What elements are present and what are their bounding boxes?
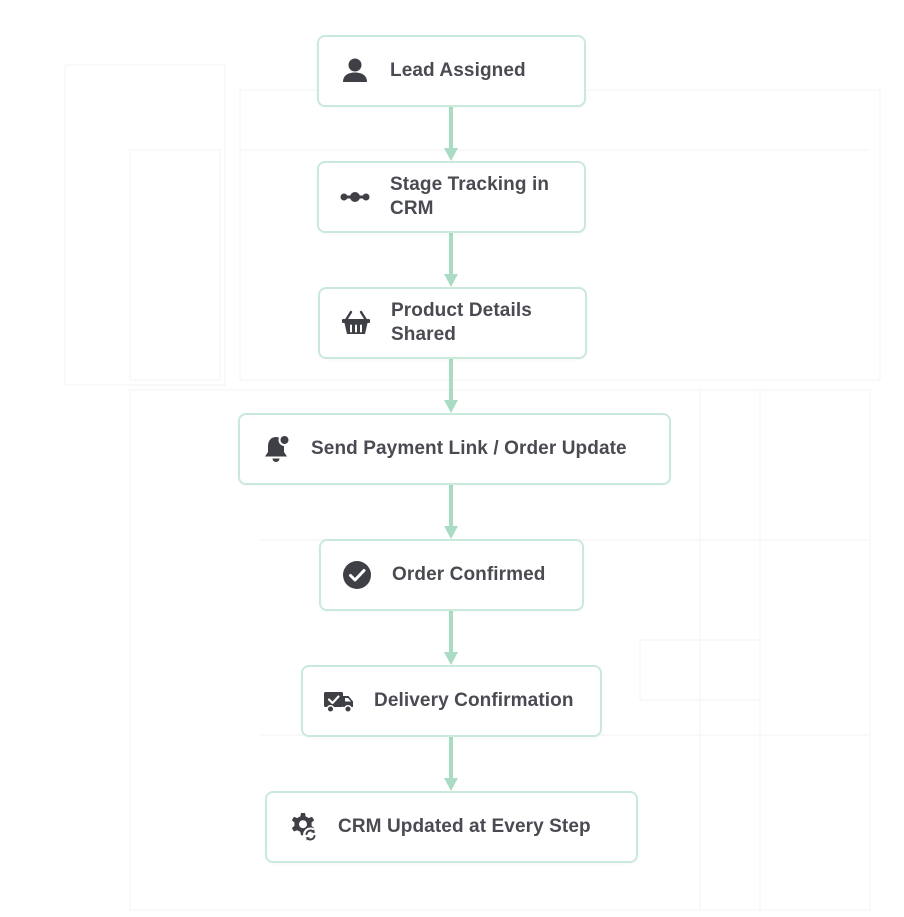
arrowhead-2 <box>444 274 458 287</box>
connector-1 <box>449 107 453 151</box>
connector-3 <box>449 359 453 403</box>
step-product-details: Product Details Shared <box>318 287 587 359</box>
delivery-truck-icon <box>321 683 357 719</box>
user-icon <box>337 53 373 89</box>
step-label: Product Details Shared <box>391 300 532 345</box>
step-label: Send Payment Link / Order Update <box>311 438 627 459</box>
arrowhead-1 <box>444 148 458 161</box>
step-send-payment-link: Send Payment Link / Order Update <box>238 413 671 485</box>
step-label: Lead Assigned <box>390 60 526 81</box>
arrowhead-5 <box>444 652 458 665</box>
bell-notification-icon <box>258 431 294 467</box>
step-order-confirmed: Order Confirmed <box>319 539 584 611</box>
arrowhead-4 <box>444 526 458 539</box>
basket-icon <box>338 305 374 341</box>
step-delivery-confirmation: Delivery Confirmation <box>301 665 602 737</box>
pipeline-icon <box>337 179 373 215</box>
step-label: CRM Updated at Every Step <box>338 816 591 837</box>
step-lead-assigned: Lead Assigned <box>317 35 586 107</box>
step-stage-tracking: Stage Tracking in CRM <box>317 161 586 233</box>
connector-5 <box>449 611 453 655</box>
step-label: Delivery Confirmation <box>374 690 574 711</box>
connector-2 <box>449 233 453 277</box>
check-circle-icon <box>339 557 375 593</box>
connector-4 <box>449 485 453 529</box>
gear-sync-icon <box>285 809 321 845</box>
arrowhead-3 <box>444 400 458 413</box>
connector-6 <box>449 737 453 781</box>
step-label: Order Confirmed <box>392 564 546 585</box>
step-crm-updated: CRM Updated at Every Step <box>265 791 638 863</box>
step-label: Stage Tracking in CRM <box>390 174 550 219</box>
arrowhead-6 <box>444 778 458 791</box>
